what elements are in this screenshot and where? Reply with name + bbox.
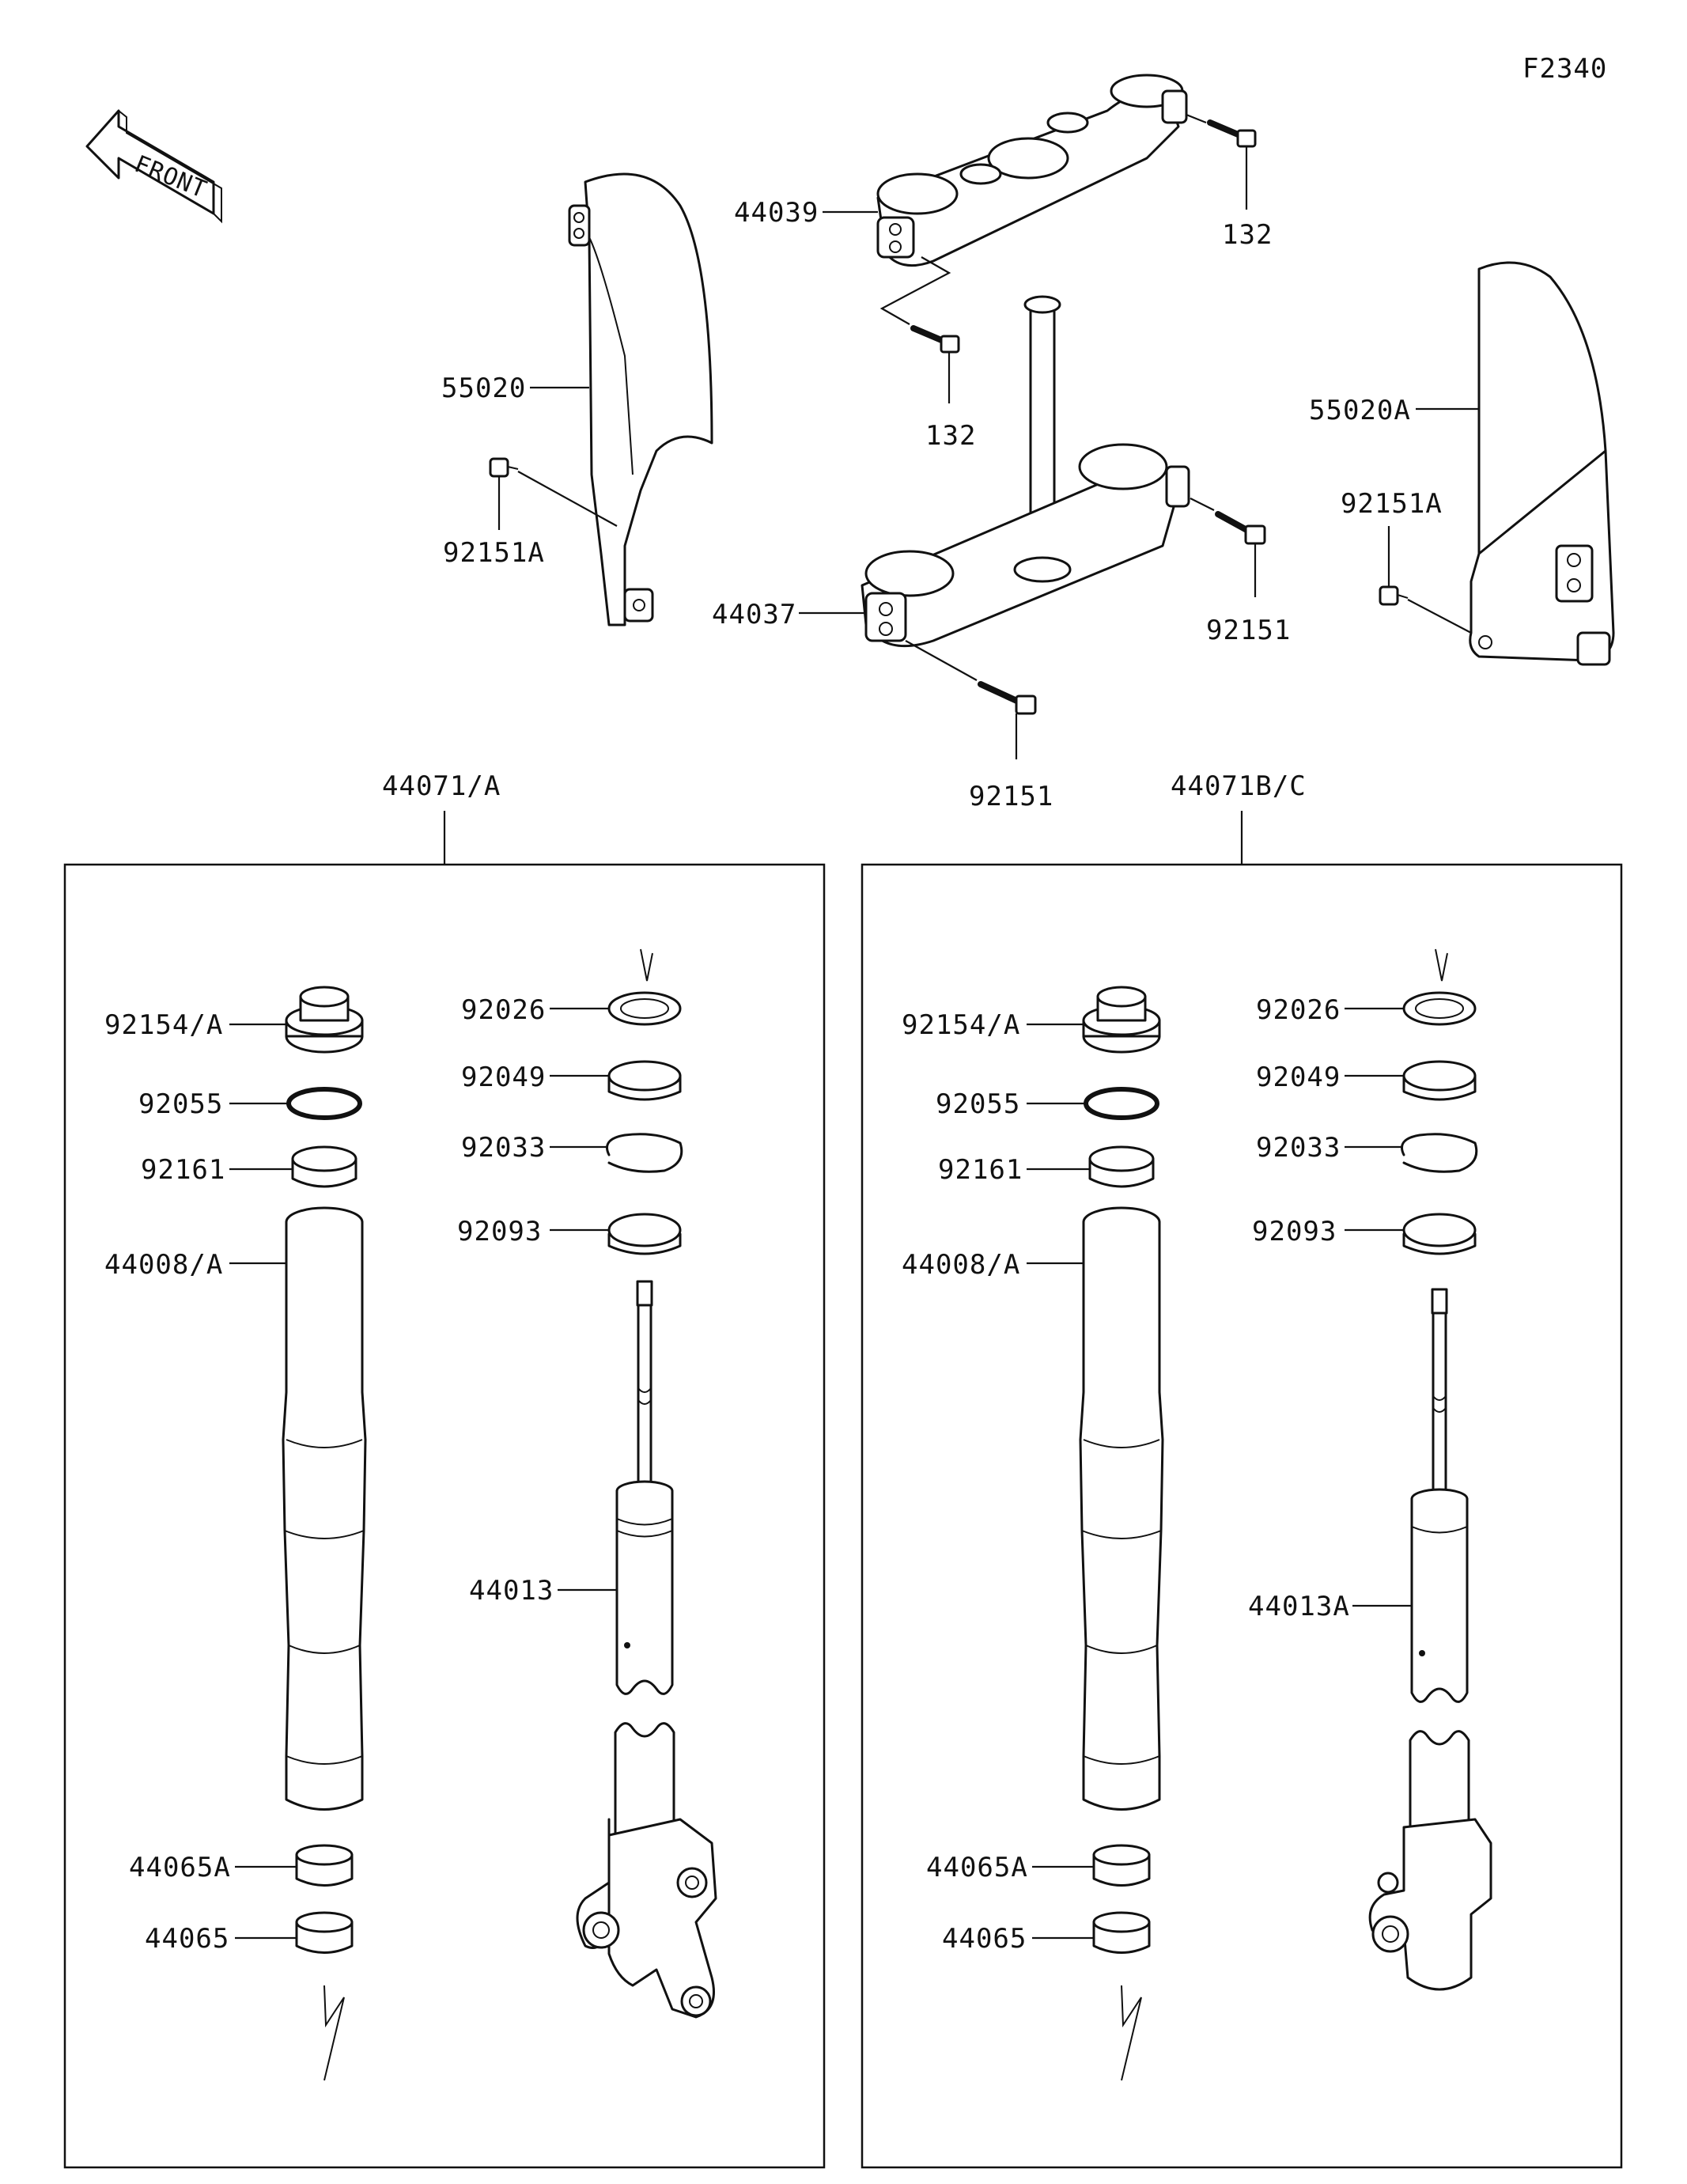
- front-arrow-icon: FRONT: [85, 109, 222, 224]
- label-left-44065: 44065: [145, 1923, 229, 1955]
- upper-triple-clamp: [876, 74, 1188, 267]
- label-92151-right: 92151: [1206, 615, 1291, 646]
- label-right-44008a: 44008/A: [902, 1249, 1020, 1281]
- label-left-92033: 92033: [461, 1132, 546, 1164]
- label-right-92033: 92033: [1256, 1132, 1341, 1164]
- screw-92151a-right: [1379, 585, 1409, 606]
- fork-parts-left-inner: [576, 948, 717, 2019]
- label-left-92055: 92055: [138, 1088, 223, 1120]
- label-92151a-left: 92151A: [443, 537, 545, 569]
- label-right-92154a: 92154/A: [902, 1009, 1020, 1041]
- label-55020: 55020: [441, 373, 526, 404]
- label-132-mid: 132: [925, 420, 976, 452]
- label-44037: 44037: [712, 599, 796, 630]
- label-92151a-right: 92151A: [1341, 488, 1443, 520]
- fork-parts-left-outer: [282, 986, 367, 2081]
- label-left-92161: 92161: [141, 1154, 225, 1186]
- bolt-92151-bottom: [978, 681, 1037, 715]
- label-left-92049: 92049: [461, 1062, 546, 1093]
- leader: [517, 471, 618, 527]
- label-right-92049: 92049: [1256, 1062, 1341, 1093]
- label-right-92093: 92093: [1252, 1216, 1337, 1247]
- figure-code: F2340: [1522, 53, 1607, 85]
- label-left-92026: 92026: [461, 994, 546, 1026]
- label-left-44008a: 44008/A: [104, 1249, 223, 1281]
- leader: [1186, 113, 1207, 124]
- label-55020a: 55020A: [1309, 395, 1411, 426]
- label-left-92093: 92093: [457, 1216, 542, 1247]
- label-right-92161: 92161: [938, 1154, 1023, 1186]
- fork-guard-right: [1469, 261, 1615, 666]
- label-right-44065a: 44065A: [926, 1852, 1028, 1883]
- label-right-92026: 92026: [1256, 994, 1341, 1026]
- fork-parts-right-inner: [1368, 948, 1492, 1991]
- leader: [1407, 599, 1472, 634]
- fork-parts-right-outer: [1079, 986, 1164, 2081]
- label-44039: 44039: [734, 197, 819, 229]
- label-assy-left: 44071/A: [382, 770, 501, 802]
- label-right-44013a: 44013A: [1248, 1591, 1350, 1622]
- leader: [879, 256, 951, 325]
- bolt-132-mid: [910, 325, 960, 354]
- label-132-top: 132: [1222, 219, 1273, 251]
- label-right-44065: 44065: [942, 1923, 1027, 1955]
- label-92151-bottom: 92151: [969, 781, 1053, 812]
- assembly-box-left: [63, 863, 826, 2169]
- leader: [905, 640, 978, 681]
- bolt-92151-right: [1215, 511, 1266, 545]
- label-assy-right: 44071B/C: [1171, 770, 1307, 802]
- label-left-44013: 44013: [469, 1575, 554, 1607]
- screw-92151a-left: [489, 457, 519, 478]
- label-left-44065a: 44065A: [129, 1852, 231, 1883]
- label-right-92055: 92055: [936, 1088, 1020, 1120]
- label-left-92154a: 92154/A: [104, 1009, 223, 1041]
- lower-triple-clamp: [861, 295, 1190, 648]
- fork-guard-left: [568, 172, 713, 626]
- bolt-132-top: [1207, 119, 1257, 148]
- assembly-box-right: [861, 863, 1623, 2169]
- leader: [1190, 498, 1215, 511]
